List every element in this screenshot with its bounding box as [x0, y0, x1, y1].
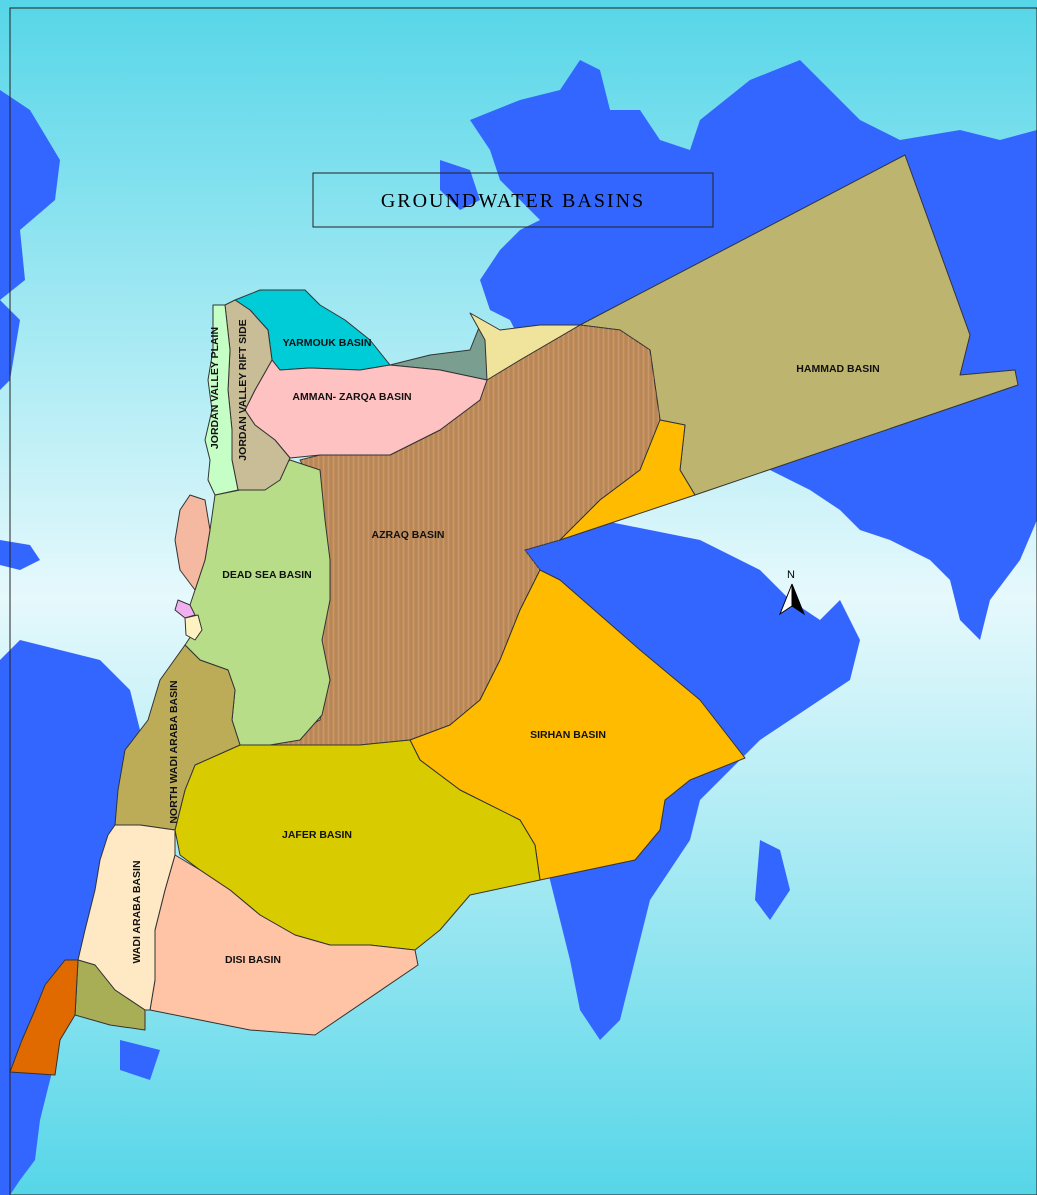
- label-jordan-valley-rift-side: JORDAN VALLEY RIFT SIDE: [237, 319, 249, 460]
- label-jafer: JAFER BASIN: [282, 829, 352, 841]
- basin-sirhan-north: [559, 419, 696, 541]
- dead-sea-water: [174, 494, 211, 591]
- north-arrow-label: N: [787, 569, 795, 581]
- label-sirhan: SIRHAN BASIN: [530, 729, 606, 741]
- basin-aqaba: [9, 959, 79, 1076]
- map-frame: [9, 7, 1037, 1195]
- label-amman-zarqa: AMMAN- ZARQA BASIN: [292, 391, 411, 403]
- label-azraq: AZRAQ BASIN: [372, 529, 445, 541]
- label-wadi-araba: WADI ARABA BASIN: [131, 860, 143, 963]
- basin-south-green: [74, 959, 146, 1031]
- basin-yarmouk-northeast: [469, 312, 581, 381]
- label-jordan-valley-plain: JORDAN VALLEY PLAIN: [209, 327, 221, 449]
- label-hammad: HAMMAD BASIN: [796, 363, 879, 375]
- north-arrow-icon: N: [778, 569, 806, 616]
- label-dead-sea: DEAD SEA BASIN: [222, 569, 311, 581]
- basin-labels: HAMMAD BASIN AZRAQ BASIN SIRHAN BASIN JA…: [131, 319, 880, 966]
- map-title: GROUNDWATER BASINS: [381, 190, 645, 212]
- label-disi: DISI BASIN: [225, 954, 281, 966]
- small-area-cream: [184, 614, 203, 641]
- map-title-box: GROUNDWATER BASINS: [312, 172, 714, 228]
- label-north-wadi-araba: NORTH WADI ARABA BASIN: [168, 680, 180, 823]
- basin-north-wadi-araba: [114, 644, 241, 831]
- basin-jordan-valley-plain: [204, 304, 239, 496]
- basins-layer: [9, 154, 1019, 1076]
- label-yarmouk: YARMOUK BASIN: [283, 337, 372, 349]
- basin-azraq-hatch: [270, 325, 660, 745]
